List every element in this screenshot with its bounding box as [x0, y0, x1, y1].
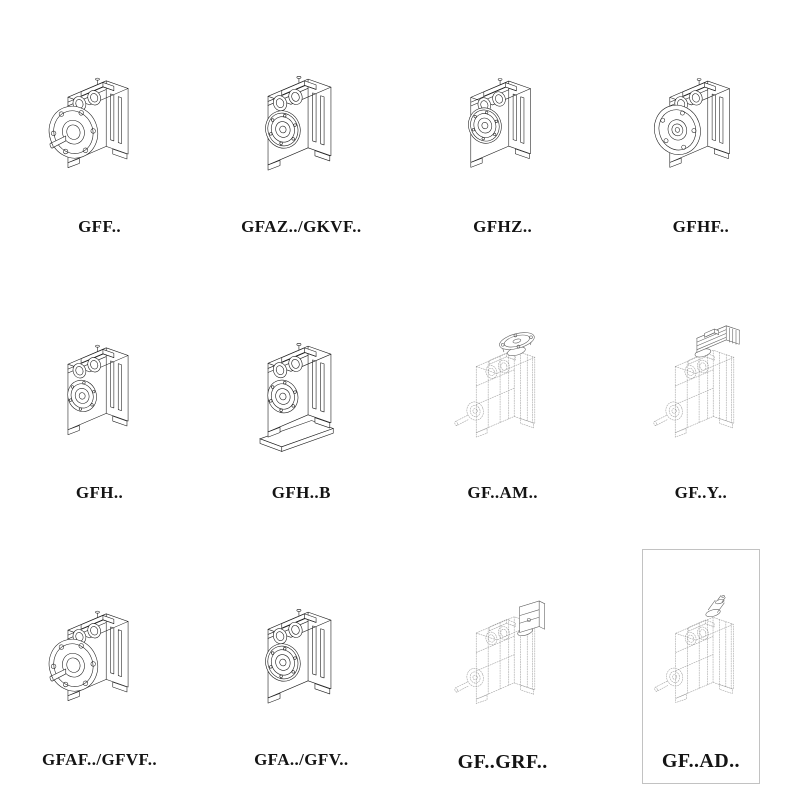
model-label: GF..Y..: [674, 483, 728, 503]
model-label: GFH..: [75, 483, 124, 503]
gearbox-drawing-flange-shaft: [42, 18, 157, 215]
catalog-cell-gfa-gfv: GFA../GFV..: [239, 549, 363, 784]
gearbox-drawing-mounted-motor: [644, 285, 758, 482]
gearbox-drawing-hollow-shaft: [446, 18, 560, 215]
catalog-cell-gf-y: GF..Y..: [642, 283, 760, 518]
catalog-cell-gfaf-gfvf: GFAF../GFVF..: [40, 549, 159, 784]
model-label: GFH..B: [271, 483, 331, 503]
catalog-cell-gfh-b: GFH..B: [239, 283, 363, 518]
catalog-cell-gfaz-gkvf: GFAZ../GKVF..: [239, 16, 363, 251]
model-label: GF..AD..: [661, 749, 740, 772]
gearbox-drawing-flange-hollow: [644, 18, 758, 215]
catalog-cell-gfh: GFH..: [40, 283, 159, 518]
model-label: GFAF../GFVF..: [42, 749, 158, 769]
model-label: GFF..: [78, 216, 121, 236]
catalog-cell-gfhf: GFHF..: [642, 16, 760, 251]
gearbox-drawing-hollow-shaft: [42, 285, 157, 482]
catalog-cell-gf-am: GF..AM..: [444, 283, 562, 518]
catalog-cell-gf-grf: GF..GRF..: [444, 549, 562, 784]
model-label: GFHZ..: [473, 216, 533, 236]
gearbox-drawing-shaft-mounted: [241, 551, 361, 748]
gearbox-drawing-motor-adapter: [446, 285, 560, 482]
model-label: GFA../GFV..: [254, 749, 349, 769]
model-label: GF..AM..: [467, 483, 538, 503]
gearbox-drawing-baseplate: [241, 285, 361, 482]
catalog-cell-gfhz: GFHZ..: [444, 16, 562, 251]
catalog-cell-gff: GFF..: [40, 16, 159, 251]
catalog-cell-gf-ad: GF..AD..: [641, 549, 760, 784]
model-label: GF..GRF..: [457, 750, 548, 773]
model-label: GFHF..: [672, 216, 730, 236]
gearbox-drawing-flange-shaft: [42, 551, 157, 748]
gearbox-drawing-shaft-adapter: [645, 552, 757, 748]
model-label: GFAZ../GKVF..: [241, 216, 362, 236]
gearbox-drawing-shaft-mounted: [241, 18, 361, 215]
gearbox-drawing-input-housing: [446, 551, 560, 749]
